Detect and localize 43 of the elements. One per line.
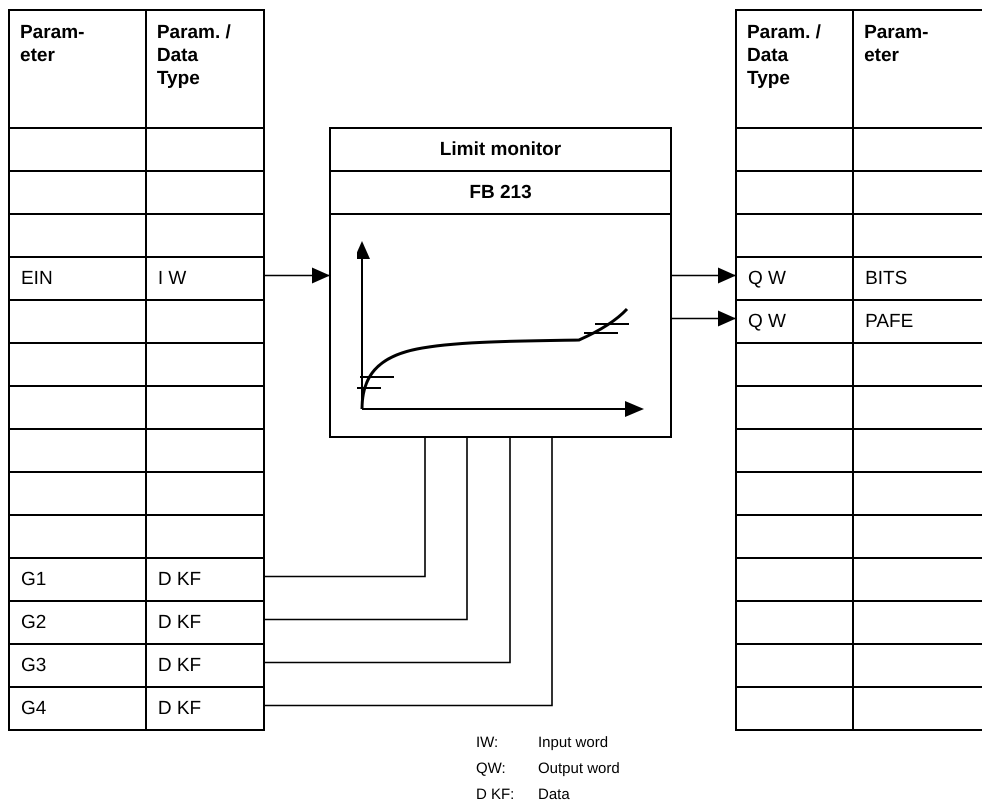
arrow [672,268,736,284]
block-title: Limit monitor [331,129,670,172]
function-block [329,127,672,438]
row-entry: EIN [21,268,53,290]
parameter-table [735,9,982,731]
abbreviation-meaning: Data [538,785,571,803]
table-row [737,301,982,344]
row-value: D KF [158,568,202,590]
row-entry: Q W [748,268,786,290]
abbreviation: D KF: [476,785,516,803]
row-value: D KF [158,654,202,676]
row-entry: G1 [21,568,46,590]
row-value: D KF [158,698,202,720]
connector-line [265,438,468,620]
parameter-table [8,9,265,731]
table-row [737,258,982,301]
row-value: I W [158,268,186,290]
column-header: Param- eter [20,21,86,67]
row-entry: Q W [748,310,786,332]
table-row [10,258,263,301]
column-header: Param. / Data Type [156,21,232,90]
block-number: FB 213 [331,172,670,215]
connector-line [265,438,426,578]
row-entry: G4 [21,698,46,720]
table-row [10,688,263,731]
row-value: PAFE [865,310,914,332]
row-value: D KF [158,612,202,634]
column-header: Param. / Data Type [747,21,822,90]
abbreviation: QW: [476,759,507,779]
table-row [10,559,263,602]
connector-line [265,438,511,664]
arrow [672,310,736,326]
table-row [10,645,263,688]
abbreviation-meaning: Output word [538,759,620,779]
connector-line [265,438,553,706]
row-entry: G3 [21,654,46,676]
arrow [265,268,330,284]
row-value: BITS [865,268,908,290]
abbreviation: IW: [476,733,500,753]
row-entry: G2 [21,612,46,634]
column-header: Param- eter [864,21,930,67]
table-row [10,602,263,645]
abbreviation-meaning: Input word [538,733,610,753]
